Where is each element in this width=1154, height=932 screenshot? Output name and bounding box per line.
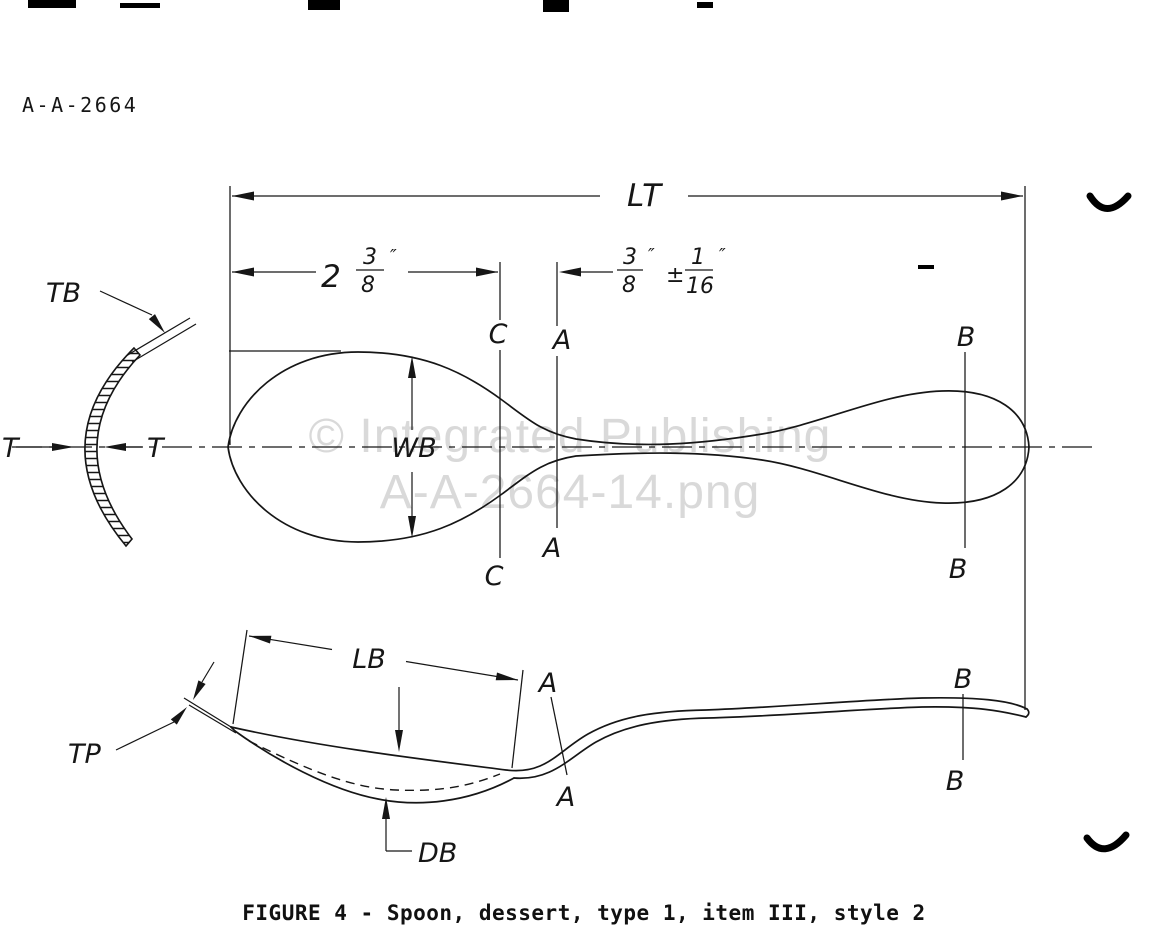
scan-artifacts [28, 0, 1132, 853]
bowl-bottom-profile [234, 730, 515, 804]
doc-number: A-A-2664 [22, 93, 138, 117]
lb-arrowhead-right [495, 672, 518, 681]
dimensions: LT 2 3 8 ″ 3 8 ″ ± 1 16 ″ [229, 178, 1026, 710]
tp-upper-leader-line [201, 661, 215, 683]
bowl-dim-unit: ″ [390, 246, 397, 267]
scan-curl-mark [1083, 831, 1130, 853]
scan-mark [28, 0, 76, 8]
label-tp: TP [68, 739, 101, 770]
figure-caption: FIGURE 4 - Spoon, dessert, type 1, item … [242, 901, 925, 925]
db-arrowhead-down [395, 730, 403, 752]
bowl-dim-arrowhead-right [476, 267, 498, 277]
label-section-c-top: C [489, 319, 508, 350]
label-section-a-bottom: A [541, 533, 561, 564]
label-db: DB [418, 838, 457, 869]
bowl-tip-edge-line [125, 317, 191, 357]
wb-arrowhead-up [408, 356, 416, 378]
handle-end-cap [1025, 708, 1030, 718]
tp-arrowhead [170, 707, 187, 725]
neck-dim-tol-unit: ″ [719, 245, 726, 266]
tp-upper-arrowhead [193, 680, 206, 700]
label-section-c-bottom: C [485, 561, 504, 592]
db-arrowhead-up [382, 797, 390, 819]
watermark-line2: A-A-2664-14.png [380, 466, 761, 519]
neck-dim-plus-minus: ± [666, 263, 684, 288]
tip-edge-line [183, 697, 232, 728]
label-section-a-top: A [551, 325, 571, 356]
label-section-b-side-bottom: B [946, 766, 965, 797]
bowl-inner-hidden-line [248, 740, 501, 792]
watermark-line1: © Integrated Publishing [309, 410, 832, 463]
watermark: © Integrated Publishing A-A-2664-14.png [309, 410, 832, 519]
label-section-a-side-top: A [537, 668, 557, 699]
lb-extension-line-left [232, 629, 248, 725]
label-lb: LB [352, 644, 386, 675]
lt-arrowhead-left [232, 191, 254, 201]
bowl-section-crescent [84, 346, 142, 548]
lb-extension-line-right [511, 669, 524, 769]
label-section-b-bottom: B [949, 554, 968, 585]
scan-mark [120, 3, 160, 8]
bowl-dim-numerator: 3 [363, 245, 377, 270]
label-section-b-side-top: B [954, 664, 973, 695]
side-view: LB TP DB A A B B [68, 629, 1030, 869]
tp-leader-line [115, 721, 175, 751]
scan-curl-mark [1086, 192, 1132, 212]
top-view: WB C C A A B B [227, 262, 1030, 592]
neck-dim-tol-denominator: 16 [686, 274, 714, 299]
label-t-right: T [147, 433, 166, 464]
label-t-left: T [2, 433, 21, 464]
label-section-a-side-bottom: A [555, 782, 575, 813]
lb-arrowhead-left [249, 635, 272, 644]
bowl-dim-denominator: 8 [361, 273, 375, 298]
label-wb: WB [391, 433, 436, 464]
tb-leader-line [99, 290, 153, 316]
bowl-dim-arrowhead-left [232, 267, 254, 277]
scan-mark [543, 0, 569, 12]
label-section-b-top: B [957, 322, 976, 353]
label-lt: LT [627, 178, 663, 214]
neck-dim-arrowhead-left [559, 267, 581, 277]
spoon-outline-plan [227, 351, 1030, 543]
tip-edge-line [188, 704, 237, 734]
label-tb: TB [46, 278, 81, 309]
lt-arrowhead-right [1001, 191, 1023, 201]
neck-dim-tol-numerator: 1 [691, 245, 705, 270]
scan-mark [918, 265, 934, 269]
end-view: TB T T [2, 278, 197, 548]
spoon-profile-bottom-line [513, 706, 1027, 779]
neck-dim-numerator: 3 [623, 245, 637, 270]
t-arrowhead-right [52, 443, 74, 451]
bowl-dim-whole: 2 [321, 259, 341, 295]
spoon-profile-top-line [230, 696, 1028, 772]
scan-mark [697, 2, 713, 8]
bowl-tip-cap [230, 726, 236, 732]
t-arrowhead-left [104, 443, 126, 451]
scan-mark [308, 0, 340, 10]
neck-dim-unit: ″ [648, 245, 655, 266]
section-line-a-side [550, 696, 568, 776]
neck-dim-denominator: 8 [622, 273, 636, 298]
bowl-tip-edge-line [131, 323, 197, 363]
wb-arrowhead-down [408, 516, 416, 538]
tb-arrowhead [148, 314, 165, 333]
